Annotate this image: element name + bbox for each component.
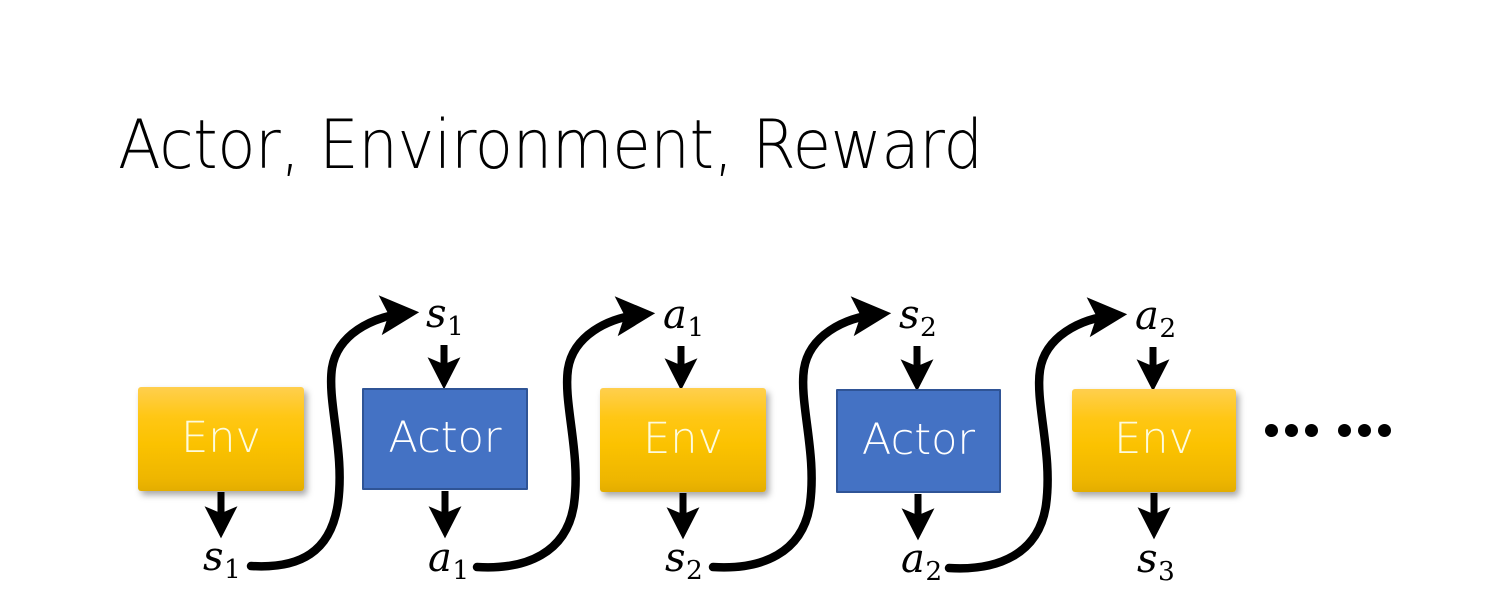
ellipsis-dot — [1338, 424, 1351, 437]
subscript: 2 — [1159, 312, 1177, 344]
ellipsis-continuation — [1265, 424, 1391, 437]
ellipsis-dot — [1305, 424, 1318, 437]
node-env-2[interactable]: Env — [600, 388, 766, 492]
label-bottom-a2: a2 — [901, 539, 942, 585]
label-bottom-a1: a1 — [428, 538, 469, 584]
symbol: a — [901, 536, 925, 582]
node-actor-2[interactable]: Actor — [836, 389, 1001, 493]
subscript: 1 — [224, 553, 241, 585]
node-actor-1[interactable]: Actor — [362, 388, 528, 490]
symbol: a — [428, 535, 452, 581]
symbol: s — [426, 291, 447, 337]
subscript: 2 — [920, 311, 937, 343]
ellipsis-gap — [1325, 430, 1331, 431]
node-env-1[interactable]: Env — [138, 387, 304, 491]
node-label: Env — [1114, 414, 1194, 464]
symbol: a — [1135, 293, 1159, 339]
symbol: s — [899, 292, 920, 338]
arrows-label-to-box — [427, 345, 1170, 392]
subscript: 2 — [686, 554, 703, 586]
label-top-s2: s2 — [899, 295, 937, 341]
node-label: Env — [181, 412, 261, 463]
node-label: Actor — [388, 412, 502, 463]
ellipsis-dot — [1378, 424, 1391, 437]
subscript: 1 — [452, 554, 470, 586]
subscript: 3 — [1158, 555, 1175, 587]
subscript: 2 — [925, 555, 943, 587]
node-env-3[interactable]: Env — [1072, 389, 1236, 492]
arrows-box-to-label — [204, 491, 1171, 541]
label-bottom-s1: s1 — [203, 537, 241, 583]
label-top-s1: s1 — [426, 294, 464, 340]
ellipsis-dot — [1358, 424, 1371, 437]
label-top-a1: a1 — [663, 295, 704, 341]
ellipsis-dot — [1265, 424, 1278, 437]
page-title: Actor, Environment, Reward — [118, 106, 983, 185]
symbol: s — [1137, 536, 1158, 582]
symbol: s — [665, 535, 686, 581]
subscript: 1 — [447, 310, 464, 342]
label-bottom-s3: s3 — [1137, 539, 1175, 585]
ellipsis-dot — [1285, 424, 1298, 437]
label-bottom-s2: s2 — [665, 538, 703, 584]
subscript: 1 — [687, 311, 705, 343]
symbol: a — [663, 292, 687, 338]
node-label: Actor — [861, 414, 976, 465]
symbol: s — [203, 534, 224, 580]
label-top-a2: a2 — [1135, 296, 1176, 342]
node-label: Env — [643, 413, 723, 464]
